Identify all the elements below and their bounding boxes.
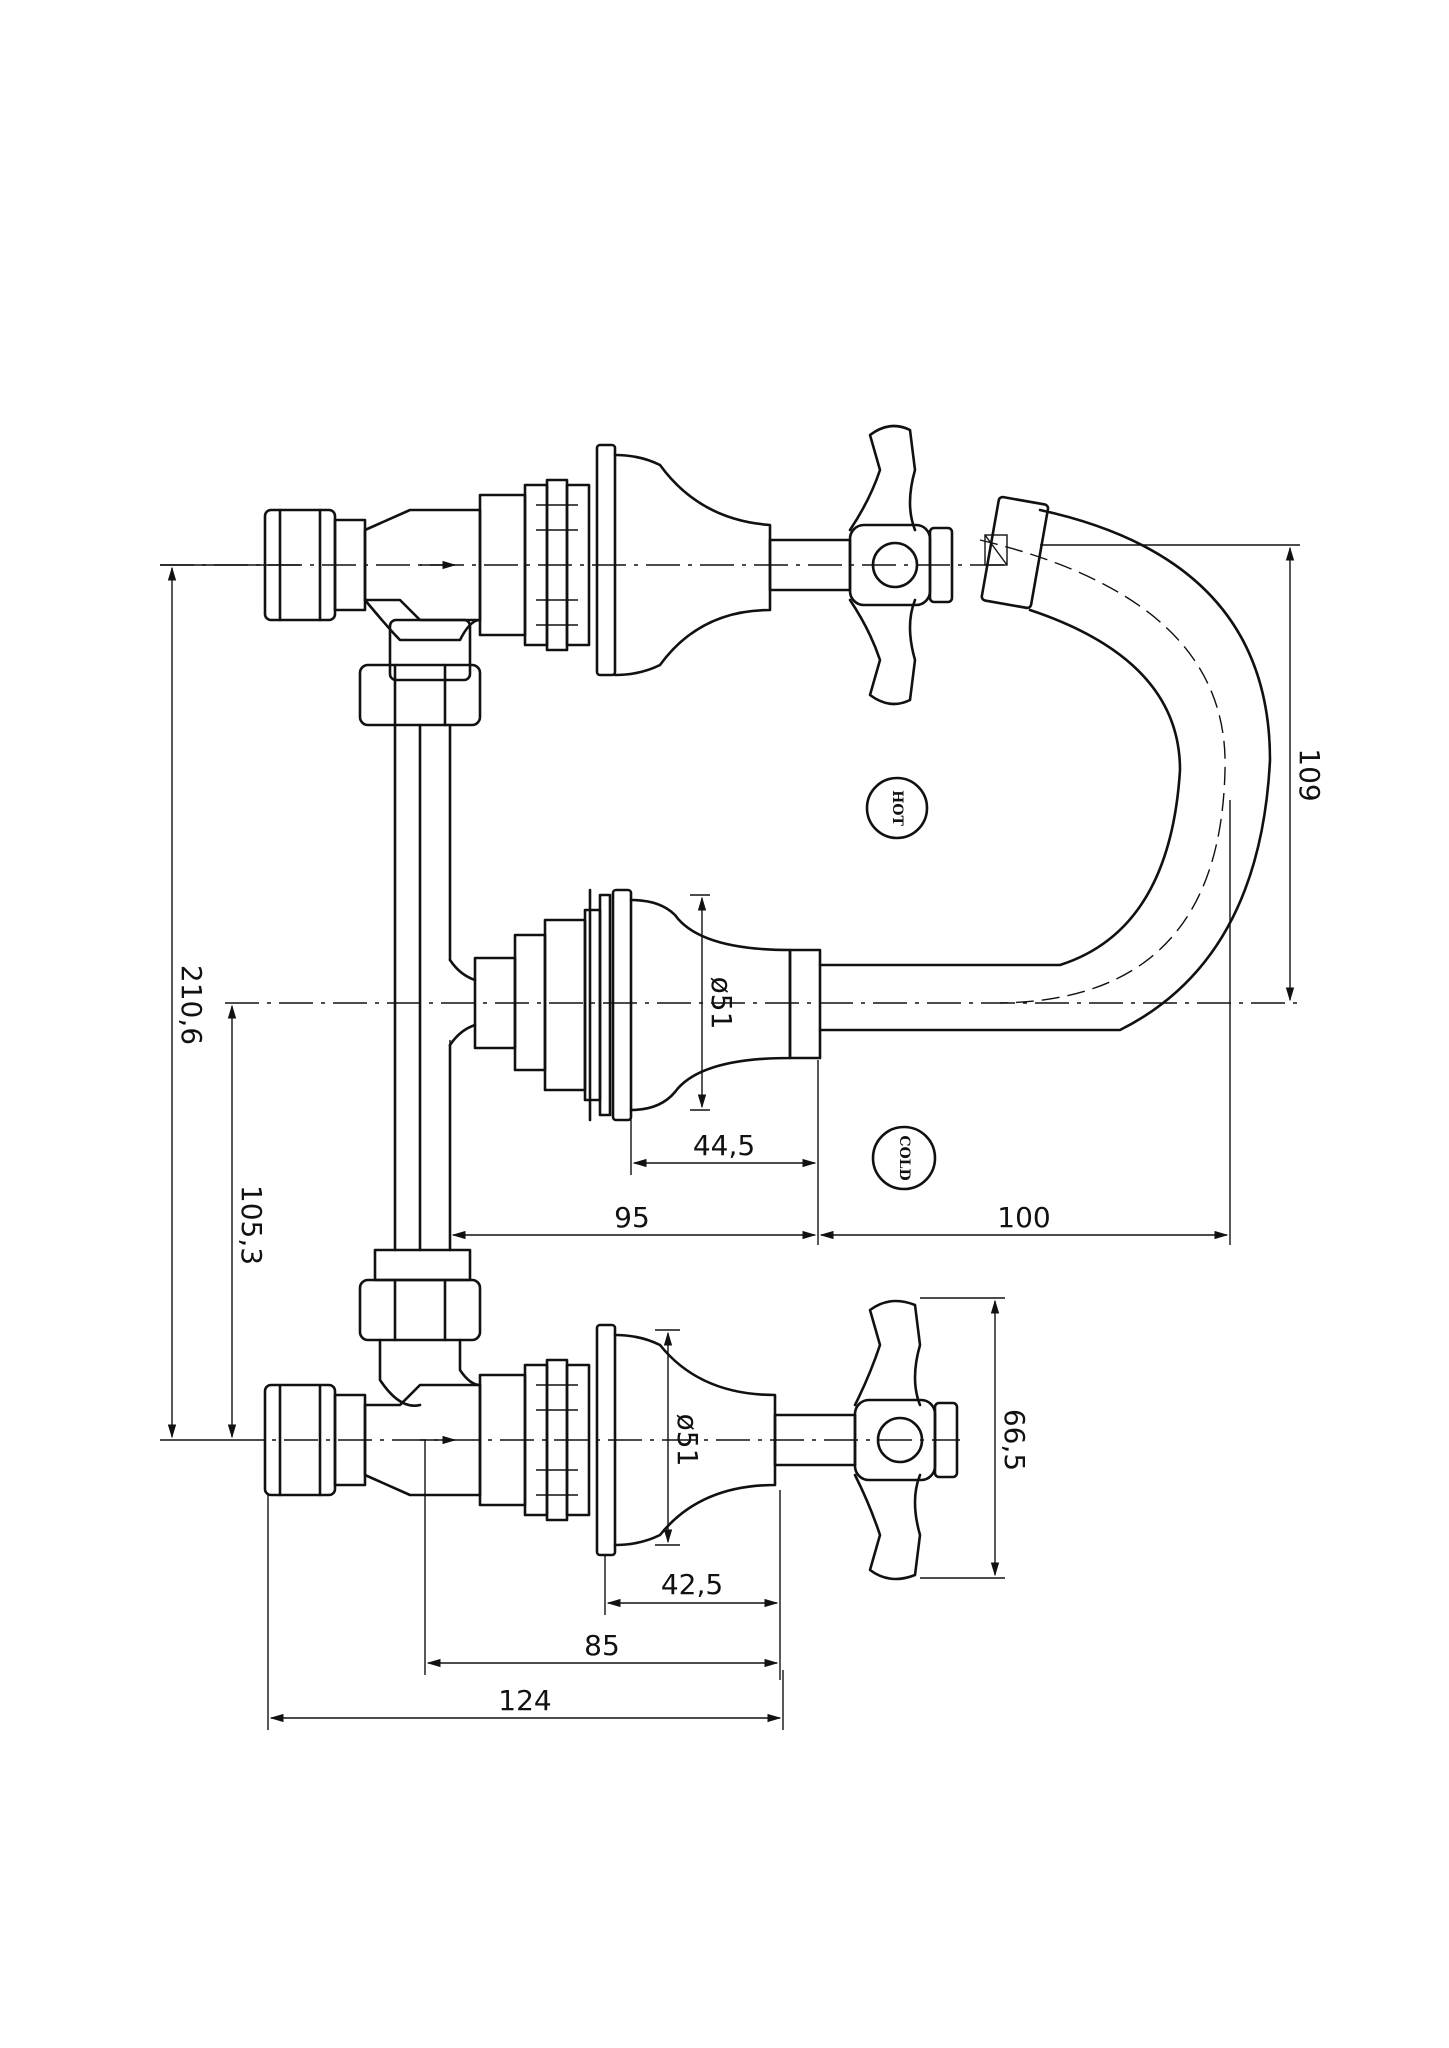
dim-spout-rise: 109 <box>1293 748 1326 801</box>
hot-badge: HOT <box>865 776 929 840</box>
dim-diameter-spout-flange: ø51 <box>705 977 738 1030</box>
cold-badge: COLD <box>871 1125 937 1191</box>
riser-pipe <box>358 598 482 1342</box>
cold-badge-label: COLD <box>896 1135 912 1180</box>
center-lines <box>160 564 1300 1441</box>
dim-spout-projection: 95 <box>614 1201 650 1234</box>
dimension-labels: 210,6 105,3 109 ø51 ø51 44,5 95 100 66,5… <box>175 748 1326 1717</box>
dim-cold-body-length: 85 <box>584 1629 620 1662</box>
dim-spout-reach: 100 <box>997 1201 1050 1234</box>
spout <box>818 495 1272 1032</box>
dim-spout-flange-depth: 44,5 <box>693 1129 755 1162</box>
dimension-lines <box>160 544 1300 1730</box>
cold-valve-assembly <box>263 1299 959 1581</box>
spout-valve-assembly <box>473 888 822 1122</box>
dim-total-height: 210,6 <box>175 965 208 1045</box>
dim-cold-total-length: 124 <box>498 1684 551 1717</box>
hot-badge-label: HOT <box>889 790 905 826</box>
dim-diameter-cold-flange: ø51 <box>671 1414 704 1467</box>
dim-cold-flange-depth: 42,5 <box>661 1568 723 1601</box>
hot-valve-assembly <box>263 424 954 706</box>
dim-center-to-bottom: 105,3 <box>235 1185 268 1265</box>
dim-handle-span: 66,5 <box>998 1409 1031 1471</box>
